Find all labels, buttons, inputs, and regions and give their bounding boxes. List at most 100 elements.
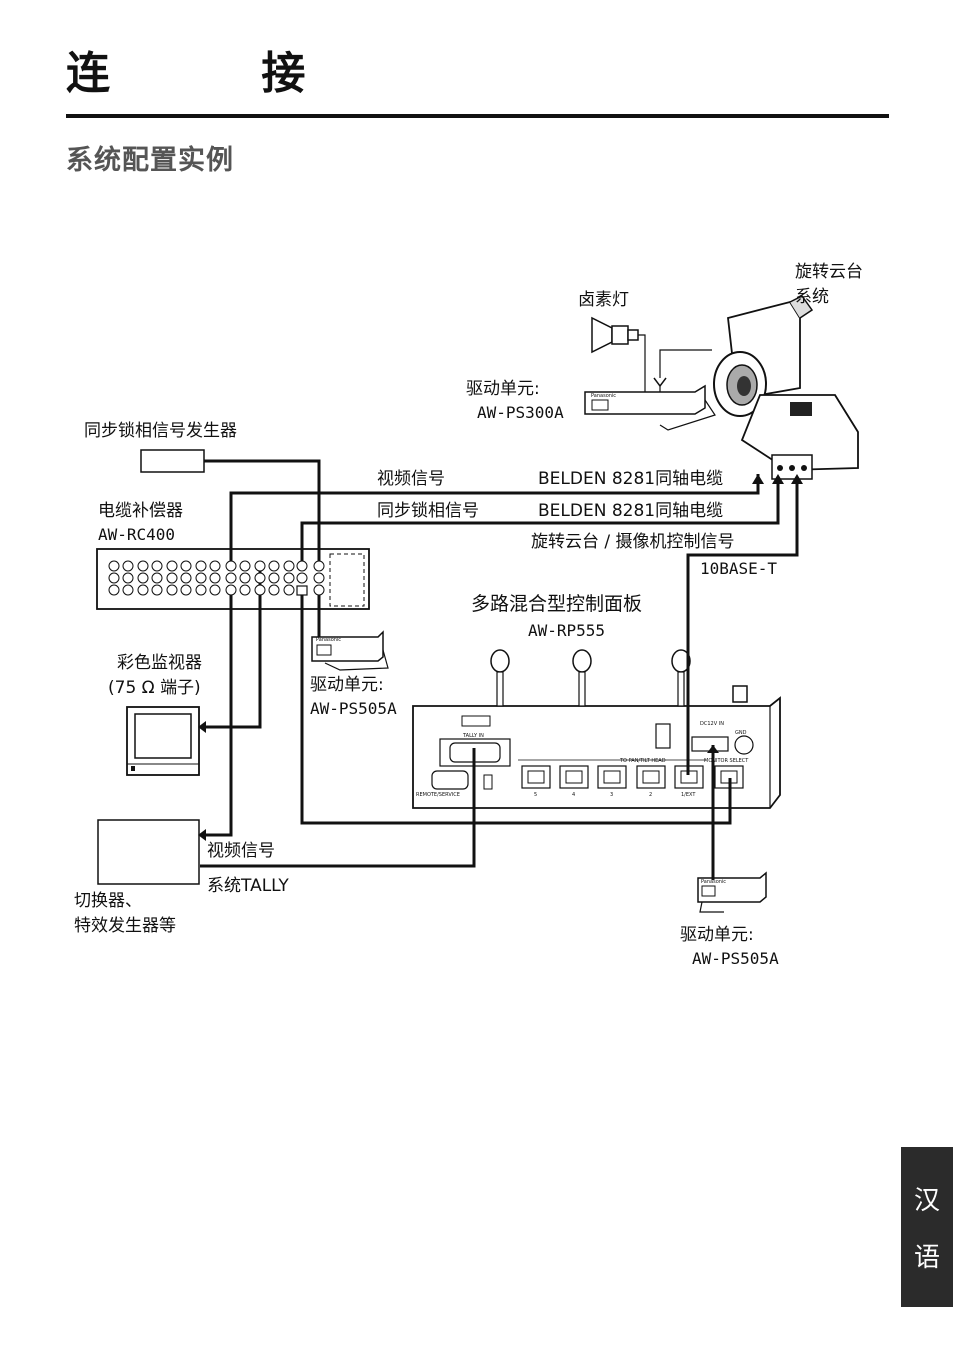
label-effects-generator: 特效发生器等 [74,916,176,936]
brand-text: Panasonic [316,637,341,643]
bnc-connector-icon [225,572,237,584]
ptz-control-cable [686,484,799,775]
port-label: 5 [534,792,537,798]
side-tab-char: 语 [913,1243,940,1273]
drive-unit-mid-icon: Panasonic [311,630,389,671]
knob-icon [732,685,748,703]
bnc-connector-icon [180,584,192,596]
bnc-connector-icon [151,584,163,596]
sync-gen-cable [204,459,321,566]
remote-service-text: REMOTE/SERVICE [416,792,460,798]
bnc-connector-icon [268,572,280,584]
bnc-connector-icon [254,572,266,584]
bnc-connector-icon [239,572,251,584]
monitor-video-cable [205,566,262,729]
bnc-connector-icon [283,572,295,584]
port-label: 2 [649,792,652,798]
label-drive-unit-bottom: 驱动单元: [680,925,754,945]
bnc-connector-icon [225,584,237,596]
bnc-connector-icon [122,584,134,596]
lamp-power-wire [638,334,646,392]
arrow-up-icon [791,474,803,484]
pan-tilt-camera-icon [713,295,859,480]
bnc-connector-icon [166,572,178,584]
arrow-left-icon [198,721,206,733]
bnc-connector-icon [239,560,251,572]
bnc-connector-icon [209,560,221,572]
bnc-connector-icon [209,572,221,584]
label-halogen-lamp: 卤素灯 [578,290,629,310]
bnc-connector-icon [151,560,163,572]
label-cable-compensator: 电缆补偿器 [98,501,183,521]
label-video-signal-top: 视频信号 [377,469,445,489]
bnc-connector-icon [180,572,192,584]
bnc-connector-icon [283,560,295,572]
label-sync-generator: 同步锁相信号发生器 [84,421,237,441]
label-system-tally: 系统TALLY [207,876,289,896]
switcher-video-cable [205,587,233,837]
label-drive-unit-top: 驱动单元: [466,379,540,399]
label-pan-tilt-system: 系统 [795,287,829,307]
bnc-connector-icon [137,572,149,584]
bnc-connector-icon [225,560,237,572]
drive-unit-top-icon: Panasonic [584,384,706,415]
bnc-connector-icon [313,560,325,572]
bnc-connector-icon [122,572,134,584]
bnc-connector-icon [254,560,266,572]
page-title: 连 接 [66,48,374,99]
joystick-icon [490,649,510,707]
section-subtitle: 系统配置实例 [66,145,234,176]
bnc-connector-icon [108,572,120,584]
joystick-icon [671,649,691,707]
bnc-connector-icon [166,584,178,596]
port-label: 1/EXT [681,792,696,798]
port-label: 3 [610,792,613,798]
color-monitor-icon [126,706,200,776]
arrow-up-icon [772,474,784,484]
bnc-connector-icon [108,584,120,596]
tally-in-text: TALLY IN [462,733,484,739]
sync-signal-cable [300,484,780,566]
gnd-text: GND [735,730,747,736]
bnc-connector-icon [195,584,207,596]
port-label: 4 [572,792,575,798]
label-ptz-control: 旋转云台 / 摄像机控制信号 [531,532,735,552]
monitor-select-text: MONITOR SELECT [704,758,749,764]
label-belden-2: BELDEN 8281同轴电缆 [538,501,723,521]
brand-text: Panasonic [591,393,616,399]
drive-unit-bottom-icon: Panasonic [697,871,767,913]
bnc-connector-icon [239,584,251,596]
bnc-connector-icon [313,572,325,584]
bnc-connector-icon [268,584,280,596]
bnc-connector-icon [254,584,266,596]
to-pan-tilt-head-text: TO PAN/TILT HEAD [619,758,666,764]
bnc-connector-icon [195,560,207,572]
bnc-connector-icon [166,560,178,572]
bnc-connector-icon [151,572,163,584]
lan-port-icon [636,765,666,789]
dc12v-in-text: DC12V IN [700,721,724,727]
bnc-connector-icon [122,560,134,572]
label-video-signal-bottom: 视频信号 [207,841,275,861]
label-control-panel: 多路混合型控制面板 [471,593,642,615]
arrow-up-icon [752,474,764,484]
arrow-down-icon [653,377,667,388]
bnc-connector-icon [296,572,308,584]
bnc-connector-icon [137,560,149,572]
bnc-connector-icon [137,584,149,596]
side-tab-char: 汉 [913,1186,940,1216]
label-control-panel-model: AW-RP555 [528,621,605,640]
language-side-tab: 汉 语 [901,1147,953,1307]
arrow-up-icon [707,745,719,753]
bnc-connector-icon [268,560,280,572]
label-drive-unit-top-model: AW-PS300A [477,403,564,422]
label-drive-unit-mid-model: AW-PS505A [310,699,397,718]
lan-port-icon [597,765,627,789]
control-panel-device: TALLY IN REMOTE/SERVICE TO PAN/TILT HEAD… [412,649,781,809]
label-monitor-termination: (75 Ω 端子) [108,678,201,698]
lan-port-icon [559,765,589,789]
title-rule [66,114,889,118]
bnc-connector-icon [108,560,120,572]
rc400-to-panel-cable [300,595,732,825]
bnc-connector-icon [283,584,295,596]
